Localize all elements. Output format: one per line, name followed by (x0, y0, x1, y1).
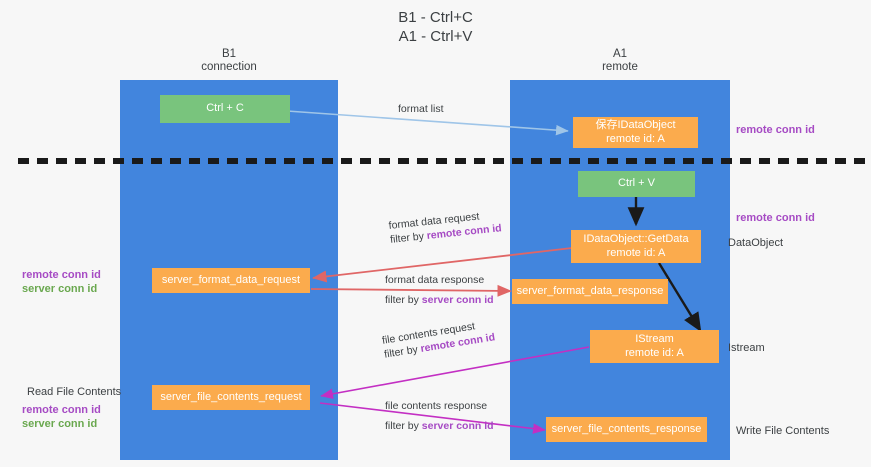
box-server-file-contents-response-label: server_file_contents_response (551, 422, 702, 435)
annotation-right-remote-conn-id-1: remote conn id (736, 124, 815, 136)
title-line-1: B1 - Ctrl+C (398, 9, 473, 26)
label-format-data-response-line-1: format data response (385, 274, 485, 286)
lane-header-b1-name: B1 (221, 48, 237, 60)
annotation-left-server-conn-id-1: server conn id (22, 283, 98, 295)
arrow-file-contents-response (319, 402, 546, 434)
diagram-title: B1 - Ctrl+C A1 - Ctrl+V (0, 8, 871, 46)
annotation-left-remote-conn-id-1: remote conn id (22, 269, 101, 281)
box-istream-line-1: IStream (635, 333, 674, 345)
title-line-2: A1 - Ctrl+V (398, 28, 473, 45)
box-save-idataobject-line-2: remote id: A (606, 132, 665, 145)
box-ctrl-c-label: Ctrl + C (206, 102, 244, 115)
annotation-left-format-group: remote conn id server conn id (22, 268, 101, 296)
box-getdata-line-1: IDataObject::GetData (583, 233, 689, 245)
label-format-list-line-1: format list (398, 103, 444, 115)
box-server-format-data-request[interactable]: server_format_data_request (152, 268, 310, 293)
lane-header-a1: A1 remote (510, 48, 730, 74)
label-format-data-response: format data response filter by server co… (385, 273, 494, 307)
annotation-right-remote-conn-id-2: remote conn id (736, 212, 815, 224)
label-file-contents-response: file contents response filter by server … (385, 399, 494, 433)
arrow-format-data-request (312, 247, 573, 283)
arrow-file-contents-request (320, 346, 590, 400)
arrow-format-data-response (310, 284, 512, 297)
box-istream-line-2: remote id: A (625, 346, 684, 359)
box-ctrl-c[interactable]: Ctrl + C (160, 95, 290, 123)
box-ctrl-v[interactable]: Ctrl + V (578, 171, 695, 197)
annotation-right-write-file-contents: Write File Contents (736, 425, 830, 437)
lane-header-b1: B1 connection (120, 48, 338, 74)
box-ctrl-v-label: Ctrl + V (618, 177, 655, 190)
label-file-contents-response-line-2: filter by server conn id (385, 420, 494, 432)
box-server-format-data-response-label: server_format_data_response (516, 284, 664, 297)
box-getdata[interactable]: IDataObject::GetData remote id: A (571, 230, 701, 263)
annotation-right-dataobject: DataObject (728, 237, 784, 249)
arrow-format-list (272, 109, 569, 136)
box-server-file-contents-request[interactable]: server_file_contents_request (152, 385, 310, 410)
lane-header-b1-role: connection (201, 61, 257, 73)
annotation-left-file-group: remote conn id server conn id (22, 403, 101, 431)
box-getdata-line-2: remote id: A (606, 246, 666, 259)
label-file-contents-response-line-1: file contents response (385, 400, 488, 412)
token-server-conn-id: server conn id (421, 294, 494, 306)
box-istream[interactable]: IStream remote id: A (590, 330, 719, 363)
label-format-list: format list (398, 102, 444, 116)
box-server-format-data-response[interactable]: server_format_data_response (512, 279, 668, 304)
box-server-file-contents-request-label: server_file_contents_request (160, 390, 302, 403)
lane-header-a1-role: remote (602, 61, 638, 73)
arrow-getdata-to-istream (657, 262, 702, 333)
box-server-format-data-request-label: server_format_data_request (161, 273, 301, 286)
box-save-idataobject[interactable]: 保存IDataObject remote id: A (573, 117, 698, 148)
box-server-file-contents-response[interactable]: server_file_contents_response (546, 417, 707, 442)
annotation-right-istream: Istream (728, 342, 765, 354)
box-save-idataobject-line-1: 保存IDataObject (595, 119, 676, 131)
token-server-conn-id: server conn id (421, 420, 494, 432)
annotation-left-read-file-contents: Read File Contents (27, 386, 122, 398)
lane-header-a1-name: A1 (612, 48, 628, 60)
label-format-data-response-line-2: filter by server conn id (385, 294, 494, 306)
annotation-left-server-conn-id-2: server conn id (22, 418, 98, 430)
annotation-left-remote-conn-id-2: remote conn id (22, 404, 101, 416)
